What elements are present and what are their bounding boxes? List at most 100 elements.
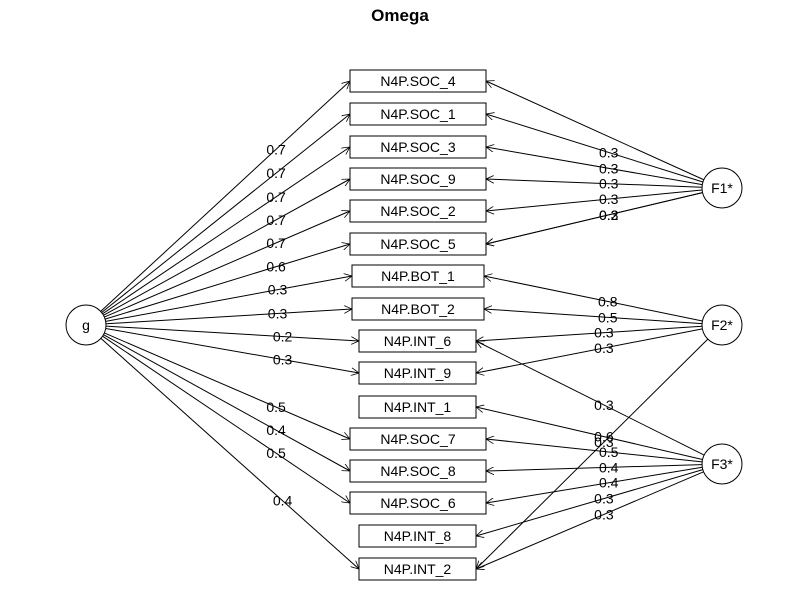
loading-label-f3-n4p-int-8: 0.3 [594, 491, 614, 507]
loading-label-g-n4p-soc-7: 0.5 [266, 399, 286, 415]
factor-node-f2 [701, 304, 743, 346]
edge-labels-layer: 0.70.70.70.70.70.60.30.30.20.30.50.40.50… [266, 141, 618, 522]
loading-label-g-n4p-soc-5: 0.6 [266, 259, 286, 275]
factor-node-g [65, 304, 107, 346]
indicator-label-n4p-int-6: N4P.INT_6 [384, 333, 452, 349]
edges-layer [100, 81, 709, 569]
factor-label-f2: F2* [711, 317, 733, 333]
indicator-box-n4p-int-9 [358, 361, 477, 385]
indicator-label-n4p-soc-4: N4P.SOC_4 [380, 73, 455, 89]
loading-arrow-f1-n4p-soc-1 [486, 114, 704, 183]
loading-label-f2-n4p-bot-1: 0.8 [598, 293, 618, 309]
loading-arrow-f2-n4p-bot-2 [484, 309, 703, 325]
indicator-label-n4p-soc-7: N4P.SOC_7 [380, 431, 455, 447]
indicator-box-n4p-bot-2 [351, 297, 485, 321]
loading-arrow-g-n4p-soc-2 [104, 211, 350, 318]
indicator-box-n4p-soc-3 [349, 135, 487, 159]
loading-label-f1-n4p-soc-5: 0.2 [599, 207, 619, 223]
loading-arrow-g-n4p-int-9 [105, 327, 359, 373]
loading-label-f3-n4p-int-2: 0.3 [594, 506, 614, 522]
indicator-box-n4p-int-2 [358, 557, 477, 581]
loading-arrow-g-n4p-int-2 [100, 337, 359, 569]
loading-arrow-f1-n4p-soc-3 [486, 147, 703, 186]
loading-arrow-f2-n4p-int-6 [476, 325, 703, 341]
factor-node-f1 [701, 167, 743, 209]
indicator-label-n4p-int-9: N4P.INT_9 [384, 365, 452, 381]
loading-label-f3-n4p-int-6: 0.3 [594, 397, 614, 413]
factor-label-f3: F3* [711, 456, 733, 472]
loading-label-f3-n4p-int-1: 0.6 [594, 429, 614, 445]
indicator-box-n4p-soc-1 [349, 102, 487, 126]
loading-arrow-f3-n4p-soc-6 [486, 466, 703, 503]
indicator-label-n4p-int-1: N4P.INT_1 [384, 399, 452, 415]
indicator-box-n4p-soc-7 [349, 427, 487, 451]
indicator-label-n4p-soc-6: N4P.SOC_6 [380, 495, 455, 511]
loading-arrow-f1-n4p-soc-5 [486, 192, 703, 244]
loading-arrow-f1-n4p-soc-2 [486, 189, 703, 211]
loading-arrow-f3-n4p-soc-7 [486, 439, 703, 463]
indicator-label-n4p-bot-1: N4P.BOT_1 [381, 268, 455, 284]
loading-label-g-n4p-soc-4: 0.7 [266, 141, 286, 157]
factor-label-f1: F1* [711, 180, 733, 196]
indicator-label-n4p-bot-2: N4P.BOT_2 [381, 301, 455, 317]
loading-label-g-n4p-int-6: 0.2 [273, 329, 293, 345]
indicator-box-n4p-soc-6 [349, 491, 487, 515]
loading-arrow-f2-n4p-int-9 [476, 328, 703, 373]
indicator-box-n4p-soc-9 [349, 167, 487, 191]
loading-label-f2-n4p-int-6: 0.3 [594, 325, 614, 341]
indicator-box-n4p-bot-1 [351, 264, 485, 288]
loading-label-f1-n4p-soc-2: 0.3 [599, 191, 619, 207]
loading-arrow-f3-n4p-int-6 [476, 340, 705, 456]
loading-arrow-g-n4p-soc-3 [102, 147, 350, 315]
indicator-label-n4p-soc-8: N4P.SOC_8 [380, 463, 455, 479]
loading-label-f3-n4p-soc-7: 0.5 [599, 444, 619, 460]
loading-arrow-f3-n4p-int-2 [476, 471, 704, 569]
indicator-box-n4p-int-6 [358, 329, 477, 353]
loading-label-f1-n4p-soc-9: 0.3 [599, 176, 619, 192]
loading-label-g-n4p-soc-6: 0.5 [266, 445, 286, 461]
loading-label-f2-n4p-int-9: 0.3 [594, 340, 614, 356]
loading-label-g-n4p-int-2: 0.4 [273, 493, 293, 509]
indicator-label-n4p-int-8: N4P.INT_8 [384, 528, 452, 544]
indicator-label-n4p-int-2: N4P.INT_2 [384, 561, 452, 577]
indicator-box-n4p-int-1 [358, 395, 477, 419]
loading-arrow-f1-n4p-soc-9 [486, 179, 703, 188]
loading-label-g-n4p-soc-9: 0.7 [266, 212, 286, 228]
loading-arrow-f1-n4p-soc-4 [486, 81, 704, 181]
loading-label-f3-n4p-soc-6: 0.4 [599, 475, 619, 491]
loading-arrow-f3-n4p-soc-8 [486, 464, 703, 471]
nodes-layer: N4P.SOC_4N4P.SOC_1N4P.SOC_3N4P.SOC_9N4P.… [65, 69, 743, 581]
indicator-box-n4p-soc-8 [349, 459, 487, 483]
loading-arrow-g-n4p-soc-4 [100, 81, 350, 312]
indicator-label-n4p-soc-3: N4P.SOC_3 [380, 139, 455, 155]
loading-arrow-f3-n4p-int-8 [476, 469, 703, 536]
loading-arrow-g-n4p-int-6 [105, 325, 359, 341]
loading-label-g-n4p-soc-3: 0.7 [266, 189, 286, 205]
diagram-title: Omega [371, 6, 429, 25]
loading-label-f1-n4p-soc-5: 0.3 [599, 207, 619, 223]
loading-label-g-n4p-soc-2: 0.7 [266, 235, 286, 251]
loading-arrow-g-n4p-bot-2 [105, 309, 352, 325]
loading-arrow-g-n4p-soc-8 [103, 334, 350, 472]
indicator-label-n4p-soc-1: N4P.SOC_1 [380, 106, 455, 122]
indicator-label-n4p-soc-9: N4P.SOC_9 [380, 171, 455, 187]
loading-arrow-g-n4p-soc-5 [104, 244, 350, 320]
loading-arrow-f2-n4p-bot-1 [484, 276, 703, 322]
indicator-box-n4p-soc-2 [349, 199, 487, 223]
loading-arrow-f2-n4p-int-2 [476, 338, 709, 569]
indicator-box-n4p-soc-4 [349, 69, 487, 93]
indicator-box-n4p-int-8 [358, 524, 477, 548]
indicator-box-n4p-soc-5 [349, 232, 487, 256]
loading-arrow-g-n4p-bot-1 [105, 276, 352, 322]
loading-arrow-g-n4p-soc-1 [101, 114, 350, 313]
loading-label-f1-n4p-soc-3: 0.3 [599, 160, 619, 176]
loading-label-f1-n4p-soc-1: 0.3 [599, 144, 619, 160]
loading-label-g-n4p-soc-8: 0.4 [266, 422, 286, 438]
loading-label-g-n4p-bot-2: 0.3 [268, 305, 288, 321]
loading-arrow-g-n4p-soc-7 [104, 332, 350, 439]
loading-arrow-f3-n4p-int-1 [476, 407, 703, 460]
loading-label-f2-n4p-int-2: 0.3 [594, 434, 614, 450]
loading-label-f3-n4p-soc-8: 0.4 [599, 459, 619, 475]
loading-label-g-n4p-bot-1: 0.3 [268, 282, 288, 298]
